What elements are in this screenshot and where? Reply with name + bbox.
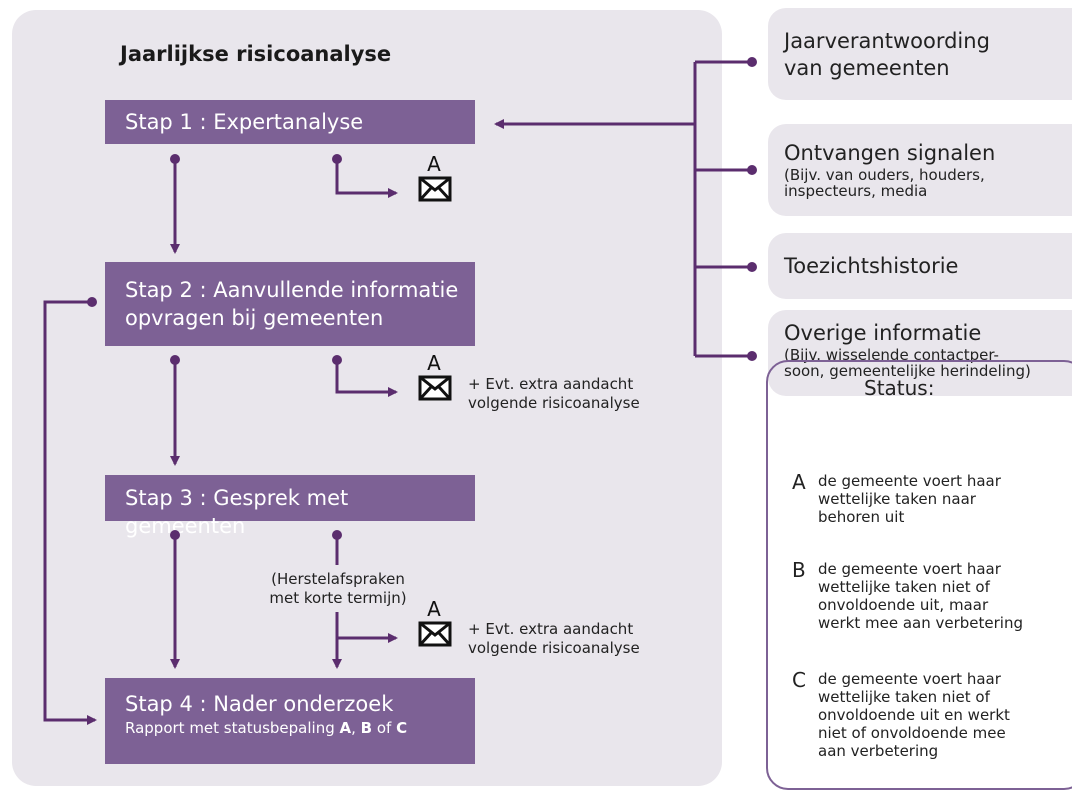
note-herstel-line2: met korte termijn)	[269, 589, 407, 607]
info-jaarverantwoording: Jaarverantwoording van gemeenten	[768, 8, 1072, 100]
status-code-c: C	[792, 668, 806, 692]
note-extra-attention-1: + Evt. extra aandacht volgende risicoana…	[468, 375, 640, 413]
status-desc-a: de gemeente voert haar wettelijke taken …	[818, 472, 1072, 526]
diagram-title: Jaarlijkse risicoanalyse	[120, 42, 392, 66]
status-c-line: niet of onvoldoende mee	[818, 724, 1006, 742]
status-c-line: onvoldoende uit en werkt	[818, 706, 1010, 724]
status-b-line: de gemeente voert haar	[818, 560, 1001, 578]
info-1-line2: van gemeenten	[784, 56, 950, 80]
mail-icon	[418, 176, 452, 202]
info-1-line1: Jaarverantwoording	[784, 29, 990, 53]
info-ontvangen-signalen: Ontvangen signalen (Bijv. van ouders, ho…	[768, 124, 1072, 216]
status-a-line: wettelijke taken naar	[818, 490, 976, 508]
status-a-line: behoren uit	[818, 508, 905, 526]
status-desc-b: de gemeente voert haar wettelijke taken …	[818, 560, 1072, 632]
step-4-sub-b: B	[360, 719, 373, 737]
info-4-detail-2: soon, gemeentelijke herindeling)	[784, 362, 1031, 380]
step-4-subtitle: Rapport met statusbepaling A, B of C	[125, 718, 475, 738]
step-4-sub-c: C	[396, 719, 408, 737]
status-legend: Status: A de gemeente voert haar wetteli…	[766, 360, 1072, 790]
envelope-1: A	[414, 152, 454, 204]
dot-info-2	[747, 165, 757, 175]
status-code-a: A	[792, 470, 806, 494]
note-herstel-line1: (Herstelafspraken	[271, 570, 405, 588]
dot-info-3	[747, 262, 757, 272]
status-a-line: de gemeente voert haar	[818, 472, 1001, 490]
status-b-line: wettelijke taken niet of	[818, 578, 990, 596]
info-2-detail-2: inspecteurs, media	[784, 182, 928, 200]
mail-icon	[418, 621, 452, 647]
dot-info-4	[747, 351, 757, 361]
step-4-sub-sep2: of	[372, 719, 397, 737]
info-2-main: Ontvangen signalen	[784, 141, 996, 165]
mail-icon	[418, 375, 452, 401]
status-title: Status:	[864, 376, 935, 400]
envelope-2-letter: A	[427, 351, 441, 375]
arrow-step1-to-envelope	[335, 159, 398, 198]
note-extra-attention-2-line1: + Evt. extra aandacht	[468, 620, 634, 638]
step-3-label: Stap 3 : Gesprek met gemeenten	[125, 486, 349, 538]
step-1-box: Stap 1 : Expertanalyse	[105, 100, 475, 144]
note-extra-attention-1-line1: + Evt. extra aandacht	[468, 375, 634, 393]
status-c-line: wettelijke taken niet of	[818, 688, 990, 706]
info-toezichtshistorie: Toezichtshistorie	[768, 233, 1072, 299]
note-herstelafspraken: (Herstelafspraken met korte termijn)	[258, 570, 418, 608]
step-4-label: Stap 4 : Nader onderzoek	[125, 692, 394, 716]
step-2-label-line1: Stap 2 : Aanvullende informatie	[125, 278, 459, 302]
info-2-detail-1: (Bijv. van ouders, houders,	[784, 166, 985, 184]
info-4-detail-1: (Bijv. wisselende contactper-	[784, 346, 999, 364]
envelope-1-letter: A	[427, 152, 441, 176]
envelope-2: A	[414, 351, 454, 403]
note-extra-attention-1-line2: volgende risicoanalyse	[468, 394, 640, 412]
status-b-line: onvoldoende uit, maar	[818, 596, 989, 614]
step-2-box: Stap 2 : Aanvullende informatie opvragen…	[105, 262, 475, 346]
status-code-b: B	[792, 558, 806, 582]
arrow-step2-to-envelope	[335, 360, 398, 397]
step-4-sub-sep1: ,	[351, 719, 361, 737]
step-1-label: Stap 1 : Expertanalyse	[125, 110, 364, 134]
info-overige-informatie: Overige informatie (Bijv. wisselende con…	[768, 310, 1072, 396]
info-3-main: Toezichtshistorie	[784, 254, 959, 278]
step-2-label-line2: opvragen bij gemeenten	[125, 306, 384, 330]
status-desc-c: de gemeente voert haar wettelijke taken …	[818, 670, 1072, 760]
envelope-3-letter: A	[427, 597, 441, 621]
status-b-line: werkt mee aan verbetering	[818, 614, 1023, 632]
step-4-box: Stap 4 : Nader onderzoek Rapport met sta…	[105, 678, 475, 764]
step-4-sub-a: A	[339, 719, 352, 737]
step-4-sub-prefix: Rapport met statusbepaling	[125, 719, 340, 737]
note-extra-attention-2-line2: volgende risicoanalyse	[468, 639, 640, 657]
note-extra-attention-2: + Evt. extra aandacht volgende risicoana…	[468, 620, 640, 658]
info-4-main: Overige informatie	[784, 321, 982, 345]
status-c-line: aan verbetering	[818, 742, 939, 760]
envelope-3: A	[414, 597, 454, 649]
status-c-line: de gemeente voert haar	[818, 670, 1001, 688]
step-3-box: Stap 3 : Gesprek met gemeenten	[105, 475, 475, 538]
dot-info-1	[747, 57, 757, 67]
arrow-loop-to-step4	[43, 300, 97, 725]
